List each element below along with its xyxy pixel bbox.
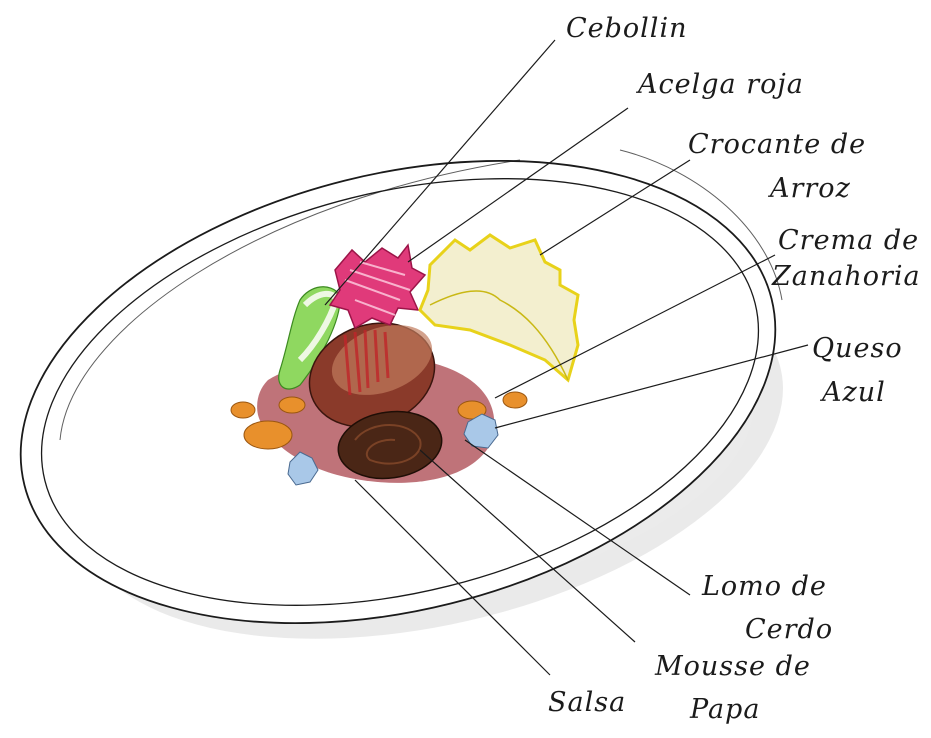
label-crema-de-zanahoria-line2: Zanahoria [772, 262, 921, 292]
label-mousse-de-papa-line1: Mousse de [655, 652, 811, 682]
label-salsa: Salsa [548, 688, 626, 718]
label-crocante-de-arroz-line2: Arroz [770, 174, 851, 204]
label-mousse-de-papa-line2: Papa [690, 695, 760, 725]
carrot-dot-3 [244, 421, 292, 449]
label-cebollin: Cebollin [566, 14, 687, 44]
carrot-dot-1 [231, 402, 255, 418]
carrot-dot-2 [279, 397, 305, 413]
label-queso-azul-line2: Azul [822, 378, 886, 408]
label-acelga-roja: Acelga roja [638, 70, 804, 100]
label-queso-azul-line1: Queso [812, 334, 903, 364]
label-crocante-de-arroz-line1: Crocante de [688, 130, 866, 160]
label-lomo-de-cerdo-line2: Cerdo [745, 615, 833, 645]
label-crema-de-zanahoria-line1: Crema de [778, 226, 919, 256]
label-lomo-de-cerdo-line1: Lomo de [702, 572, 827, 602]
carrot-dot-5 [503, 392, 527, 408]
